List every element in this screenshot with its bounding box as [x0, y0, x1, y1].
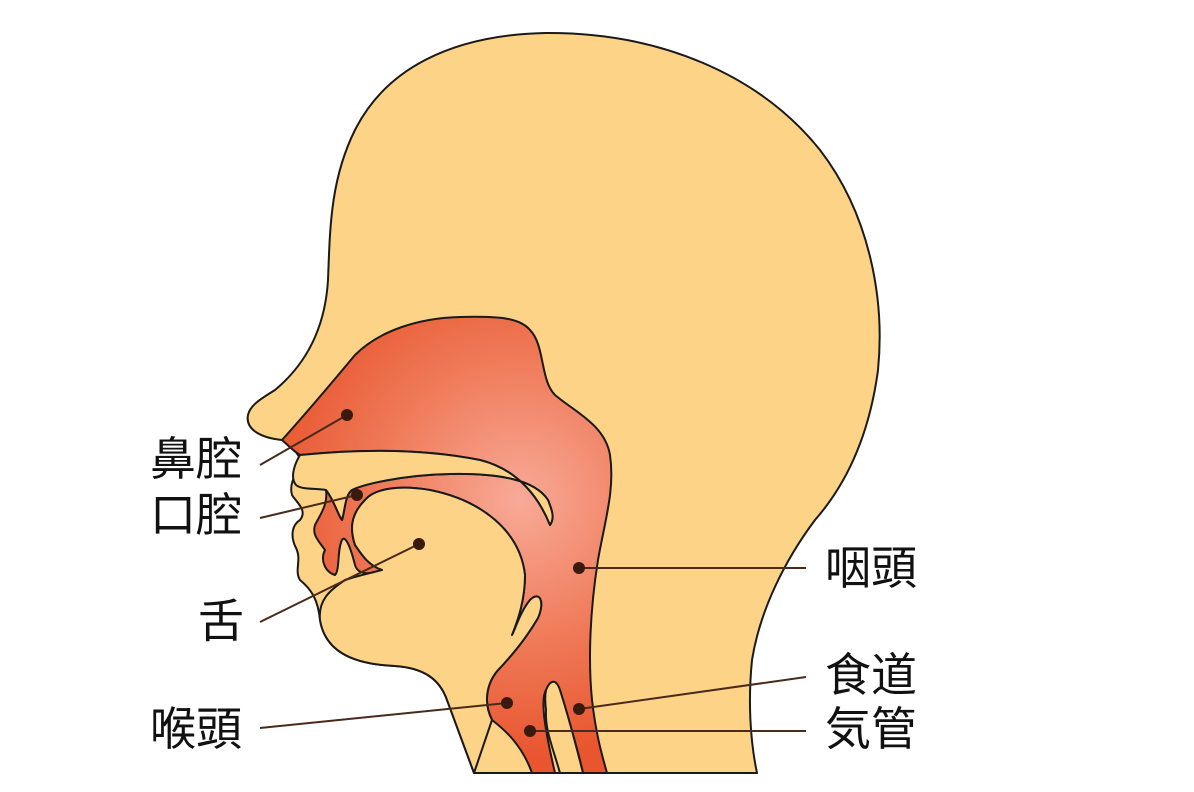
leader-tongue: [259, 538, 425, 623]
palate-shape: [292, 449, 554, 526]
label-larynx: 喉頭: [150, 702, 242, 756]
trachea-esophagus-divider: [544, 680, 584, 774]
label-esophagus: 食道: [825, 648, 917, 702]
leader-esophagus: [573, 676, 807, 715]
label-tongue: 舌: [198, 594, 244, 648]
leader-nasal-cavity: [259, 409, 353, 466]
leader-trachea: [524, 725, 806, 737]
label-trachea: 気管: [825, 702, 917, 756]
label-oral-cavity: 口腔: [150, 488, 242, 542]
label-nasal-cavity: 鼻腔: [150, 432, 242, 486]
leader-larynx: [259, 697, 513, 729]
leader-pharynx: [573, 562, 806, 574]
leader-oral-cavity: [259, 489, 363, 519]
label-pharynx: 咽頭: [825, 541, 917, 595]
tongue-shape: [318, 486, 543, 774]
